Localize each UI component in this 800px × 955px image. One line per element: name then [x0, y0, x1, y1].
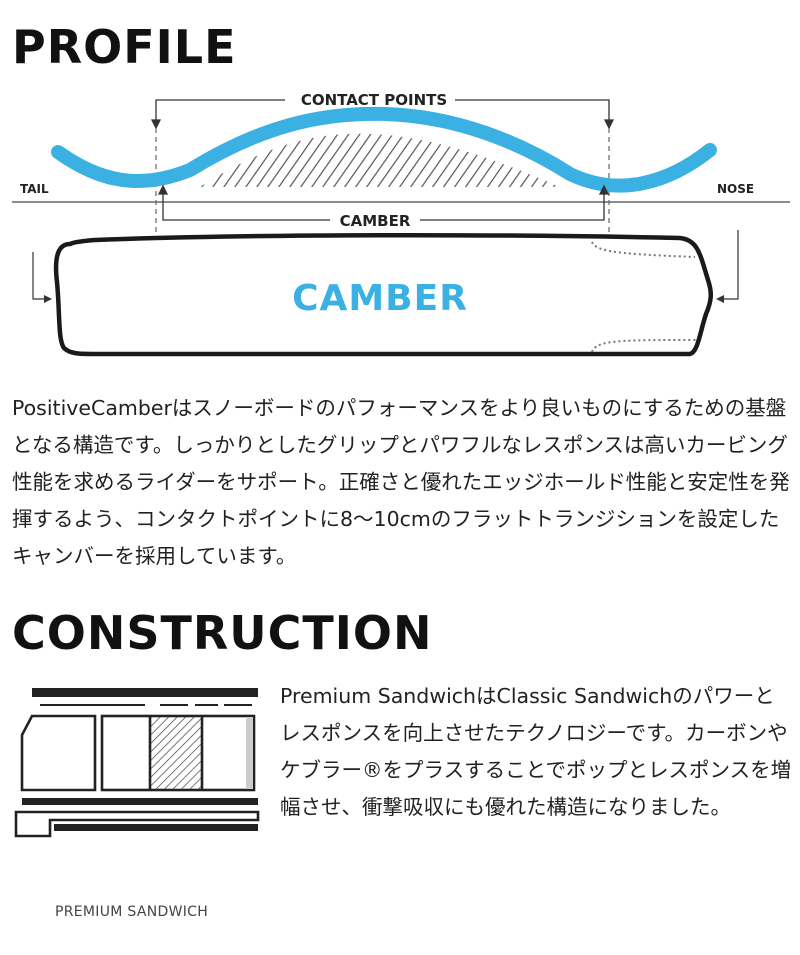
arrow-right-icon — [44, 295, 52, 303]
arrow-down-icon — [603, 119, 615, 130]
camber-profile-curve — [51, 106, 717, 193]
topsheet-layer — [32, 688, 258, 697]
premium-sandwich-diagram — [14, 688, 260, 838]
core-stripe — [246, 717, 253, 789]
fiberglass-layer — [22, 798, 258, 805]
nose-label: NOSE — [717, 182, 754, 196]
base-layer — [54, 824, 258, 831]
arrow-left-icon — [716, 295, 724, 303]
profile-heading: PROFILE — [12, 20, 237, 74]
premium-sandwich-caption: PREMIUM SANDWICH — [55, 904, 209, 920]
tail-arrow — [32, 252, 46, 300]
profile-description: PositiveCamberはスノーボードのパフォーマンスをより良いものにするた… — [12, 396, 790, 568]
board-camber-label: CAMBER — [292, 278, 468, 319]
tail-label: TAIL — [20, 182, 49, 196]
construction-heading: CONSTRUCTION — [12, 606, 433, 660]
arrow-up-icon — [598, 184, 610, 195]
snowboard-outline — [53, 232, 713, 357]
construction-description: Premium SandwichはClassic Sandwichのパワーとレス… — [280, 684, 792, 819]
camber-hatch-area — [200, 133, 560, 187]
arrow-down-icon — [150, 119, 162, 130]
nose-dotted-line-bottom — [591, 339, 697, 353]
hatched-core-insert — [151, 717, 201, 789]
nose-arrow — [722, 230, 739, 300]
steel-edge — [14, 810, 260, 838]
contact-points-label: CONTACT POINTS — [301, 91, 447, 109]
camber-profile-diagram: CONTACT POINTS TAIL NOSE CAMBER CAMBER — [12, 91, 790, 357]
contact-points-bracket — [150, 99, 615, 130]
camber-bracket — [157, 184, 610, 221]
sidewall-left — [20, 714, 97, 792]
arrow-up-icon — [157, 184, 169, 195]
wood-core — [100, 714, 256, 792]
camber-bracket-label: CAMBER — [340, 212, 411, 230]
